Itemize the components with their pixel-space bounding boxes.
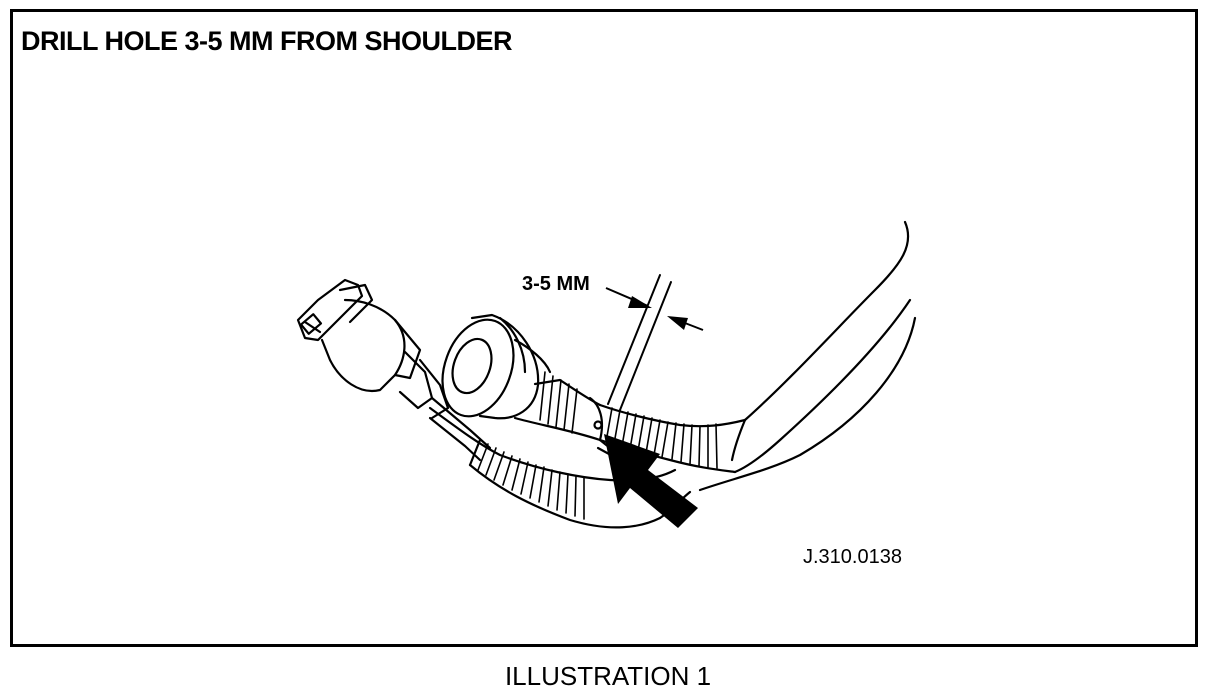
dimension-arrows: [605, 287, 704, 331]
hose-fitting-nut: [441, 313, 632, 472]
corrugated-hose: [598, 403, 747, 474]
figure-caption: ILLUSTRATION 1: [504, 661, 712, 691]
dimension-label: 3-5 MM: [522, 273, 590, 295]
drill-hole: [593, 420, 603, 430]
right-dimension-arrowhead: [667, 316, 688, 330]
fuel-pipe: [698, 220, 917, 492]
pointer-arrow: [604, 434, 698, 528]
left-dimension-arrowhead: [628, 296, 652, 308]
quick-connector: [296, 278, 492, 462]
dimension-lines: [607, 274, 672, 411]
figure-title: DRILL HOLE 3-5 MM FROM SHOULDER: [21, 26, 513, 56]
figure-frame: DRILL HOLE 3-5 MM FROM SHOULDER J.310.01…: [10, 9, 1198, 647]
reference-code: J.310.0138: [803, 546, 902, 568]
